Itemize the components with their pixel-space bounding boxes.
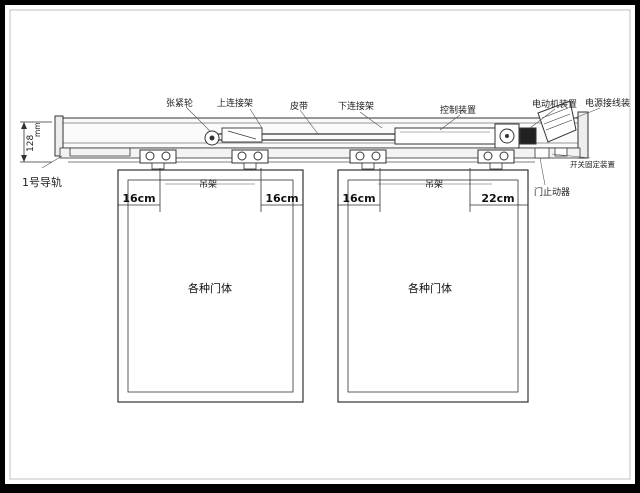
- dim-right-door-right: 22cm: [481, 192, 514, 205]
- carriage-3: [349, 149, 387, 170]
- label-rail: 1号导轨: [22, 175, 62, 189]
- height-dimension: 128 mm: [20, 121, 52, 163]
- door-left: 各种门体: [117, 169, 304, 403]
- height-unit: mm: [33, 122, 42, 137]
- rail-assembly: [54, 100, 589, 163]
- door-stopper-block: [534, 147, 550, 159]
- height-value: 128: [26, 135, 36, 152]
- leader-lines: [41, 106, 601, 186]
- rail-end-right: [577, 111, 589, 159]
- carriage-2: [231, 149, 269, 170]
- dim-right-door-left: 16cm: [342, 192, 375, 205]
- paper-border: [9, 9, 631, 480]
- door-right-label: 各种门体: [408, 281, 452, 295]
- label-tension-pulley: 张紧轮: [166, 97, 193, 109]
- label-belt: 皮带: [290, 100, 308, 112]
- rail-end-left: [54, 115, 64, 157]
- motor-icon: [494, 100, 577, 149]
- hanger-carriages: [139, 149, 515, 170]
- carriage-1: [139, 149, 177, 170]
- dimension-lines: [118, 168, 528, 212]
- controller-box: [394, 127, 496, 145]
- label-door-stopper: 门止动器: [534, 186, 570, 198]
- label-switch-mount: 开关固定装置: [570, 159, 615, 169]
- label-lower-bracket: 下连接架: [338, 100, 374, 112]
- label-controller: 控制装置: [440, 104, 476, 116]
- rail-track: [59, 147, 581, 159]
- label-motor: 电动机装置: [532, 98, 577, 110]
- dim-left-door-right: 16cm: [265, 192, 298, 205]
- label-hanger-right: 吊架: [425, 179, 443, 190]
- label-hanger-left: 吊架: [199, 179, 217, 190]
- carriage-4: [477, 149, 515, 170]
- label-power-box: 电源接线装: [585, 97, 630, 109]
- door-right: 各种门体: [337, 169, 529, 403]
- label-upper-bracket: 上连接架: [217, 97, 253, 109]
- dim-left-door-left: 16cm: [122, 192, 155, 205]
- door-left-label: 各种门体: [188, 281, 232, 295]
